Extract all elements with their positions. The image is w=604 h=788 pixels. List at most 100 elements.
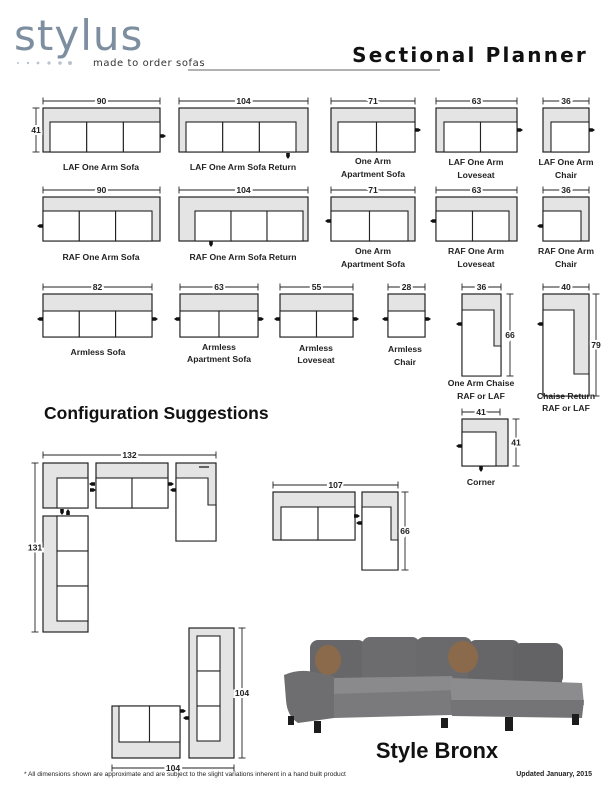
width-dimension: 132 <box>42 448 217 462</box>
piece-armless-loveseat: 55 Armless Loveseat <box>274 280 359 365</box>
dimension-value: 131 <box>28 543 43 553</box>
width-dimension: 40 <box>542 280 590 294</box>
dimension-value: 104 <box>236 185 251 195</box>
connector-arrow-icon <box>353 317 359 321</box>
piece-raf-one-arm-sofa-return: 104 RAF One Arm Sofa Return <box>178 183 309 262</box>
connector-arrow-icon <box>37 224 43 228</box>
length-dimension: 131 <box>26 462 44 633</box>
dimension-value: 36 <box>561 96 571 106</box>
connector-arrow-icon <box>152 317 158 321</box>
connector-arrow-icon <box>168 482 174 486</box>
piece-label: RAF One Arm Sofa Return <box>189 252 296 262</box>
width-dimension: 71 <box>330 183 416 197</box>
dimension-value: 63 <box>214 282 224 292</box>
connector-arrow-icon <box>425 317 431 321</box>
dimension-value: 40 <box>561 282 571 292</box>
connector-arrow-icon <box>382 317 388 321</box>
connector-arrow-icon <box>479 466 483 472</box>
piece-raf-one-arm-chair: 36 RAF One Arm Chair <box>537 183 594 269</box>
piece-label: One Arm <box>355 156 391 166</box>
width-dimension: 28 <box>387 280 426 294</box>
piece-armless-apartment-sofa: 63 Armless Apartment Sofa <box>174 280 264 364</box>
dimension-value: 36 <box>561 185 571 195</box>
connector-arrow-icon <box>415 128 421 132</box>
dimension-value: 63 <box>472 185 482 195</box>
updated-date: Updated January, 2015 <box>516 771 592 778</box>
connector-arrow-icon <box>60 509 64 515</box>
piece-label: RAF One Arm <box>538 246 594 256</box>
piece-raf-one-arm-loveseat: 63 RAF One Arm Loveseat <box>430 183 518 269</box>
piece-label: LAF One Arm <box>538 157 593 167</box>
width-dimension: 71 <box>330 94 416 108</box>
logo-dots <box>17 61 72 65</box>
piece-raf-one-arm-apartment-sofa: 71 One Arm Apartment Sofa <box>325 183 416 269</box>
dimension-value: 71 <box>368 185 378 195</box>
width-dimension: 36 <box>542 183 590 197</box>
connector-arrow-icon <box>90 488 96 492</box>
dimension-value: 66 <box>505 330 515 340</box>
connector-arrow-icon <box>170 488 176 492</box>
page-title: Sectional Planner <box>352 43 588 67</box>
piece-label: Chaise Return <box>537 391 595 401</box>
depth-dimension: 41 <box>509 418 523 467</box>
width-dimension: 63 <box>435 94 518 108</box>
tagline: made to order sofas <box>93 58 205 69</box>
dimension-value: 104 <box>236 96 251 106</box>
config-suggestion-2: 107 66 <box>272 478 412 571</box>
connector-arrow-icon <box>89 482 95 486</box>
piece-label: LAF One Arm Sofa Return <box>190 162 296 172</box>
dimension-value: 66 <box>400 526 410 536</box>
piece-laf-one-arm-sofa: 90 41 LAF One Arm Sofa <box>29 94 166 172</box>
dimension-value: 79 <box>591 340 601 350</box>
width-dimension: 82 <box>42 280 153 294</box>
piece-label: Chair <box>555 170 578 180</box>
length-dimension: 79 <box>589 293 603 397</box>
piece-label: One Arm Chaise <box>448 378 515 388</box>
piece-laf-one-arm-apartment-sofa: 71 One Arm Apartment Sofa <box>330 94 421 179</box>
dimension-value: 71 <box>368 96 378 106</box>
dimension-value: 55 <box>312 282 322 292</box>
dimension-value: 132 <box>122 450 137 460</box>
dimension-value: 36 <box>477 282 487 292</box>
piece-label: RAF One Arm Sofa <box>62 252 139 262</box>
piece-label: Armless <box>202 342 236 352</box>
dimension-value: 41 <box>511 438 521 448</box>
length-dimension: 104 <box>233 627 251 759</box>
dimension-value: 104 <box>166 763 181 773</box>
width-dimension: 107 <box>272 478 399 492</box>
length-dimension: 66 <box>398 491 412 571</box>
depth-dimension: 41 <box>29 107 43 153</box>
piece-armless-sofa: 82 Armless Sofa <box>37 280 158 357</box>
piece-label: Armless Sofa <box>71 347 126 357</box>
throw-pillow <box>315 645 341 675</box>
connector-arrow-icon <box>160 134 166 138</box>
piece-label: Loveseat <box>457 259 494 269</box>
connector-arrow-icon <box>517 128 523 132</box>
width-dimension: 63 <box>435 183 518 197</box>
connector-arrow-icon <box>174 317 180 321</box>
piece-label: Chair <box>394 357 417 367</box>
piece-one-arm-chaise: 36 66 One Arm Chaise RAF or LAF <box>448 280 517 401</box>
dimension-value: 28 <box>402 282 412 292</box>
width-dimension: 104 <box>111 761 235 775</box>
piece-label: Apartment Sofa <box>187 354 251 364</box>
piece-label: RAF or LAF <box>457 391 505 401</box>
piece-label: RAF or LAF <box>542 403 590 413</box>
dimension-value: 63 <box>472 96 482 106</box>
piece-label: Corner <box>467 477 496 487</box>
piece-laf-one-arm-loveseat: 63 LAF One Arm Loveseat <box>435 94 523 180</box>
width-dimension: 90 <box>42 94 161 108</box>
connector-arrow-icon <box>180 709 186 713</box>
length-dimension: 66 <box>503 293 517 377</box>
connector-arrow-icon <box>274 317 280 321</box>
connector-arrow-icon <box>209 241 213 247</box>
piece-label: Loveseat <box>457 170 494 180</box>
connector-arrow-icon <box>258 317 264 321</box>
width-dimension: 63 <box>179 280 259 294</box>
piece-label: Apartment Sofa <box>341 259 405 269</box>
connector-arrow-icon <box>430 219 436 223</box>
width-dimension: 55 <box>279 280 354 294</box>
dimension-value: 41 <box>31 125 41 135</box>
config-section-title: Configuration Suggestions <box>44 403 269 423</box>
connector-arrow-icon <box>356 521 362 525</box>
